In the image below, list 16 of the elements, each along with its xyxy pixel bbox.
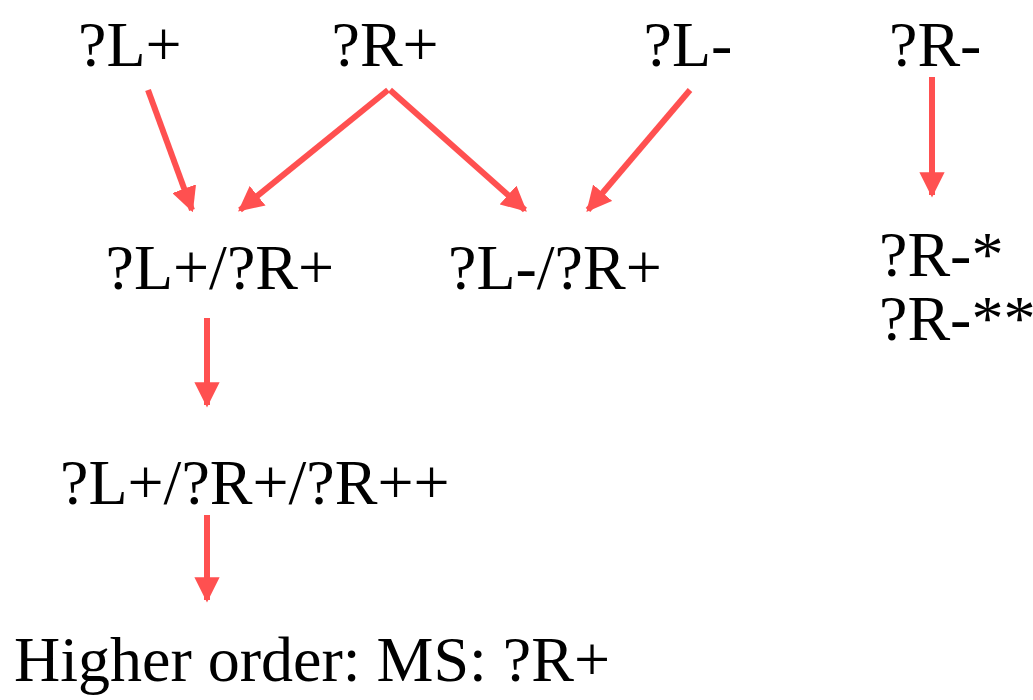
arrow	[145, 88, 196, 213]
arrow	[194, 515, 220, 603]
node-label: ?L-	[643, 13, 733, 77]
node-label: ?L-/?R+	[448, 236, 662, 300]
node-label: ?R-**	[879, 287, 1033, 351]
arrow	[238, 87, 390, 213]
node-label: ?R+	[331, 13, 439, 77]
node-label: ?L+	[78, 13, 182, 77]
node-label: ?L+/?R+	[105, 236, 335, 300]
arrow	[919, 77, 945, 198]
arrow	[194, 318, 220, 408]
arrow	[585, 88, 693, 212]
node-label: ?R-*	[879, 223, 1005, 287]
node-label: ?R-	[889, 13, 982, 77]
node-label: ?L+/?R+/?R++	[60, 451, 450, 515]
arrow	[388, 87, 527, 213]
